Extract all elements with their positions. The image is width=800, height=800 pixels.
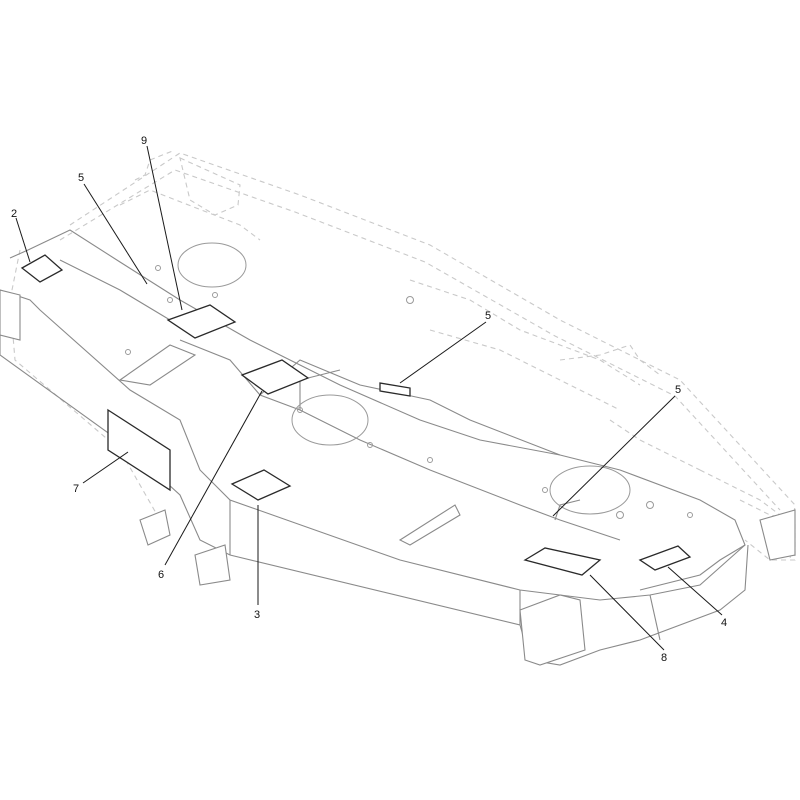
leader-6 xyxy=(164,390,263,566)
decal-6 xyxy=(240,359,310,395)
callout-leaders xyxy=(15,145,723,651)
callout-5-left: 5 xyxy=(78,172,84,184)
leader-8 xyxy=(589,574,665,651)
callout-2: 2 xyxy=(11,208,17,220)
deck-spindle-holes xyxy=(125,242,693,519)
deck-top-plate xyxy=(9,229,746,591)
leader-4 xyxy=(667,566,723,616)
callout-9: 9 xyxy=(141,135,147,147)
leader-9 xyxy=(146,145,183,311)
leader-7 xyxy=(82,451,129,484)
leader-2 xyxy=(15,217,31,263)
callout-3: 3 xyxy=(254,609,260,621)
decal-2 xyxy=(20,254,64,283)
callout-4: 4 xyxy=(721,617,727,629)
callout-7: 7 xyxy=(73,483,79,495)
decal-8 xyxy=(523,547,602,576)
callout-5-center: 5 xyxy=(485,310,491,322)
leader-5b xyxy=(399,321,487,384)
callout-8: 8 xyxy=(661,652,667,664)
callout-5-right: 5 xyxy=(675,384,681,396)
callout-6: 6 xyxy=(158,569,164,581)
decal-5-center xyxy=(379,382,411,397)
decal-7 xyxy=(107,408,171,492)
decal-4 xyxy=(638,545,692,571)
callout-labels: 2 5 9 5 5 7 6 3 8 4 xyxy=(11,135,727,664)
decal-3 xyxy=(230,469,292,501)
decal-9 xyxy=(166,304,237,339)
deck-skirt xyxy=(0,289,749,666)
deck-frame-ghost xyxy=(9,149,796,561)
leader-5a xyxy=(83,183,148,285)
leader-5c xyxy=(552,395,676,517)
decals xyxy=(20,254,692,576)
deck-side-brackets xyxy=(0,289,796,666)
